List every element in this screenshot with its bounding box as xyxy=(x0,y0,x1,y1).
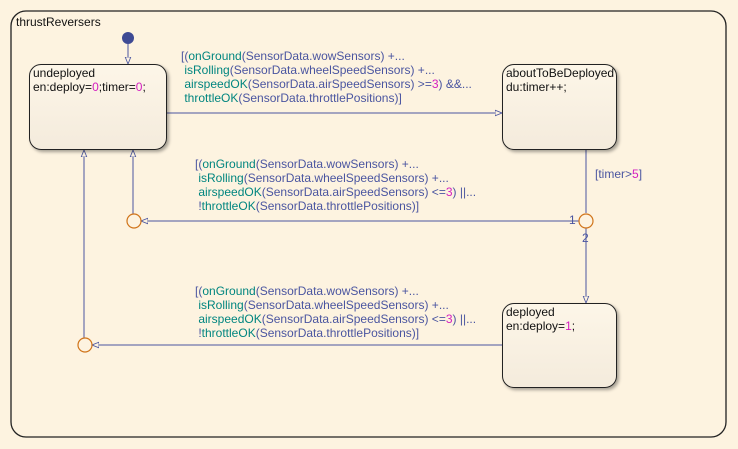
label-text: [timer> xyxy=(595,167,633,181)
label-text: ) ||... xyxy=(452,185,477,199)
function-name: onGround xyxy=(188,49,242,63)
function-name: isRolling xyxy=(198,298,244,312)
function-name: throttleOK xyxy=(201,199,256,213)
label-text: (SensorData.wowSensors) +... xyxy=(255,284,419,298)
default-transition-dot xyxy=(122,32,134,44)
label-text: (SensorData.wheelSpeedSensors) +... xyxy=(243,171,449,185)
numeric-literal: 3 xyxy=(431,77,439,91)
junction-bottom[interactable] xyxy=(77,337,93,353)
function-name: throttleOK xyxy=(184,91,239,105)
label-text: (SensorData.throttlePositions)] xyxy=(255,199,420,213)
label-line: throttleOK(SensorData.throttlePositions)… xyxy=(181,91,472,105)
label-line: en:deploy=0;timer=0; xyxy=(33,80,146,94)
label-line: !throttleOK(SensorData.throttlePositions… xyxy=(195,199,476,213)
function-name: isRolling xyxy=(184,63,230,77)
numeric-literal: 0 xyxy=(92,80,99,94)
junction-right[interactable] xyxy=(578,213,594,229)
label-text: (SensorData.throttlePositions)] xyxy=(255,326,420,340)
label-text: [( xyxy=(181,49,189,63)
label-line: [(onGround(SensorData.wowSensors) +... xyxy=(181,49,472,63)
label-text: en:deploy= xyxy=(33,80,93,94)
label-text: ! xyxy=(195,326,202,340)
function-name: onGround xyxy=(202,284,256,298)
label-text: [( xyxy=(195,157,203,171)
label-line: aboutToBeDeployed xyxy=(506,66,614,80)
label-text: (SensorData.throttlePositions)] xyxy=(238,91,402,105)
label-line: [timer>5] xyxy=(595,167,642,181)
function-name: throttleOK xyxy=(201,326,256,340)
numeric-literal: 3 xyxy=(445,185,453,199)
label-text: ] xyxy=(638,167,643,181)
transition-label[interactable]: [(onGround(SensorData.wowSensors) +... i… xyxy=(195,284,476,340)
label-text: ) ||... xyxy=(452,312,477,326)
label-text: (SensorData.wheelSpeedSensors) +... xyxy=(229,63,435,77)
label-line: airspeedOK(SensorData.airSpeedSensors) <… xyxy=(195,185,476,199)
label-text: ) &&... xyxy=(438,77,472,91)
label-line: isRolling(SensorData.wheelSpeedSensors) … xyxy=(195,298,476,312)
label-line: isRolling(SensorData.wheelSpeedSensors) … xyxy=(195,171,476,185)
label-line: isRolling(SensorData.wheelSpeedSensors) … xyxy=(181,63,472,77)
label-text: (SensorData.wowSensors) +... xyxy=(255,157,419,171)
label-text: du:timer++; xyxy=(506,80,567,94)
function-name: airspeedOK xyxy=(198,312,262,326)
label-text: (SensorData.airSpeedSensors) >= xyxy=(247,77,432,91)
label-line: en:deploy=1; xyxy=(506,319,575,333)
transition-label[interactable]: [timer>5] xyxy=(595,167,642,181)
label-text: undeployed xyxy=(33,66,96,80)
numeric-literal: 3 xyxy=(445,312,453,326)
function-name: onGround xyxy=(202,157,256,171)
label-text: (SensorData.wheelSpeedSensors) +... xyxy=(243,298,449,312)
function-name: airspeedOK xyxy=(184,77,248,91)
numeric-literal: 0 xyxy=(135,80,143,94)
label-line: undeployed xyxy=(33,66,146,80)
label-line: deployed xyxy=(506,305,575,319)
function-name: airspeedOK xyxy=(198,185,262,199)
label-line: airspeedOK(SensorData.airSpeedSensors) >… xyxy=(181,77,472,91)
label-text: en:deploy= xyxy=(506,319,566,333)
label-text: ! xyxy=(195,199,202,213)
label-text: deployed xyxy=(506,305,555,319)
label-text: ; xyxy=(142,80,146,94)
label-text: aboutToBeDeployed xyxy=(506,66,615,80)
transition-label[interactable]: [(onGround(SensorData.wowSensors) +... i… xyxy=(195,157,476,213)
label-text: [( xyxy=(195,284,203,298)
label-text: (SensorData.airSpeedSensors) <= xyxy=(261,185,446,199)
label-line: du:timer++; xyxy=(506,80,614,94)
junction-left[interactable] xyxy=(126,213,142,229)
junction-order-2: 2 xyxy=(582,231,589,245)
label-line: [(onGround(SensorData.wowSensors) +... xyxy=(195,284,476,298)
function-name: isRolling xyxy=(198,171,244,185)
label-text: (SensorData.airSpeedSensors) <= xyxy=(261,312,446,326)
junction-order-1: 1 xyxy=(569,213,576,227)
label-line: airspeedOK(SensorData.airSpeedSensors) <… xyxy=(195,312,476,326)
transition-label[interactable]: [(onGround(SensorData.wowSensors) +... i… xyxy=(181,49,472,105)
label-text: ;timer= xyxy=(98,80,136,94)
label-text: (SensorData.wowSensors) +... xyxy=(241,49,405,63)
superstate-title: thrustReversers xyxy=(16,15,101,29)
label-line: [(onGround(SensorData.wowSensors) +... xyxy=(195,157,476,171)
label-line: !throttleOK(SensorData.throttlePositions… xyxy=(195,326,476,340)
numeric-literal: 5 xyxy=(632,167,639,181)
label-text: ; xyxy=(571,319,576,333)
numeric-literal: 1 xyxy=(565,319,572,333)
